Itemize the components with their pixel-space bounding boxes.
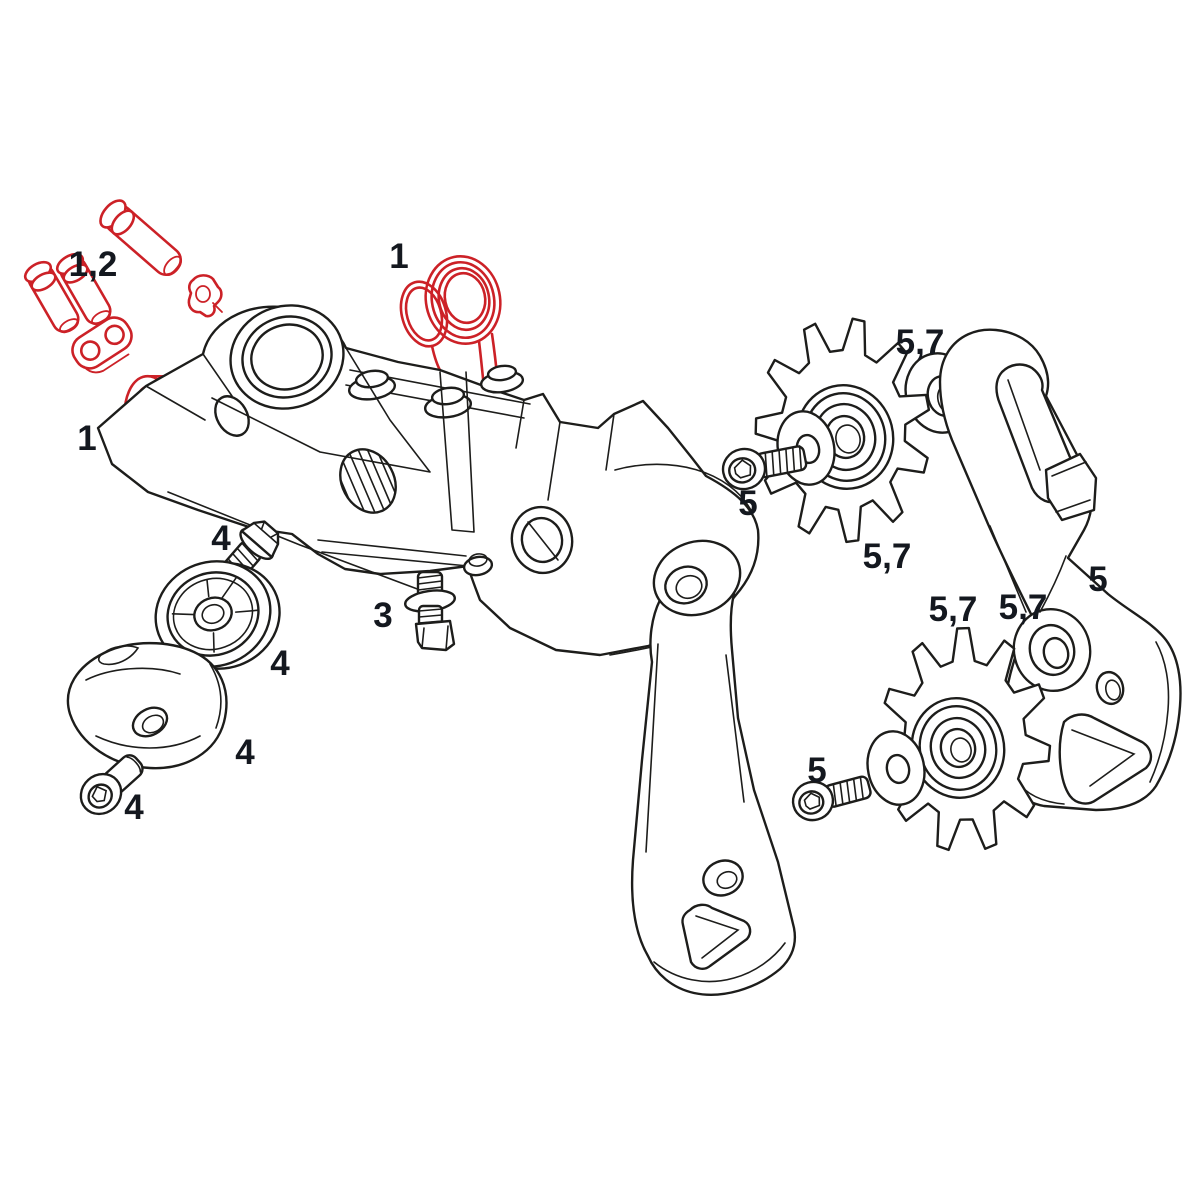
screw-3 — [404, 570, 456, 652]
red-pin-short-a — [23, 260, 80, 334]
bolt-5-upper — [721, 445, 808, 491]
part-label: 1,2 — [69, 245, 118, 284]
part-label: 5 — [738, 484, 757, 523]
part-label: 5,7 — [896, 323, 945, 362]
part-label: 4 — [124, 788, 144, 827]
red-spring — [399, 254, 504, 443]
cage-plate-clip — [1044, 452, 1098, 522]
part-label: 5 — [1088, 560, 1107, 599]
bolt-5-lower — [791, 775, 872, 822]
body-screw-c — [479, 364, 525, 394]
part-label: 4 — [235, 733, 255, 772]
part-label: 4 — [211, 519, 231, 558]
part-label: 1 — [389, 237, 408, 276]
red-circlip — [187, 274, 223, 318]
part-label: 5 — [807, 751, 826, 790]
derailleur-body — [96, 304, 760, 657]
body-screw-a — [347, 369, 397, 401]
inner-cage-plate — [630, 539, 796, 996]
part-label: 4 — [270, 644, 290, 683]
red-link-plate — [71, 316, 133, 374]
outer-cage-plate — [938, 328, 1182, 812]
callout-labels: 1,2 1 1 4 4 4 4 3 5 5,7 5,7 5 5,7 5,7 5 — [69, 237, 1108, 827]
lower-pulley — [866, 626, 1052, 852]
body-screw-b — [423, 386, 473, 419]
body-grip-pad — [329, 439, 407, 523]
bolt-4-small — [79, 754, 144, 816]
idler-cap — [154, 560, 281, 670]
upper-pulley — [754, 317, 931, 544]
part-label: 5,7 — [929, 590, 978, 629]
part-label: 5,7 — [999, 588, 1048, 627]
lower-pulley-washer — [866, 730, 926, 806]
red-pin-long — [99, 199, 183, 277]
part-label: 1 — [77, 419, 96, 458]
part-label: 3 — [373, 596, 392, 635]
cover-shell — [66, 641, 228, 770]
part-label: 5,7 — [863, 537, 912, 576]
